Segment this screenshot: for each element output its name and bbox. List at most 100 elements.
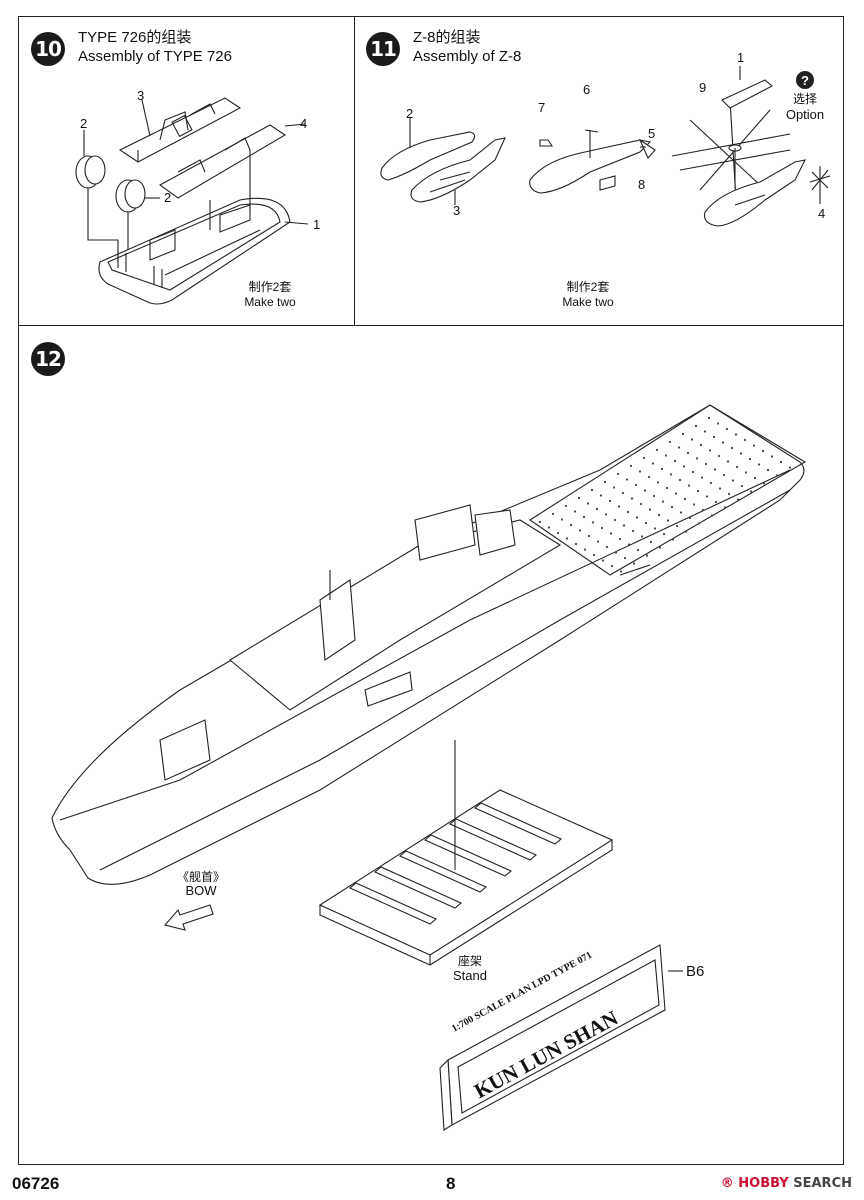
- deck-dot: [656, 481, 660, 484]
- deck-dot: [662, 532, 666, 536]
- deck-dot: [694, 424, 698, 428]
- deck-dot: [723, 506, 727, 509]
- deck-dot: [604, 513, 608, 516]
- stand-bar: [348, 882, 438, 925]
- deck-dot: [670, 505, 674, 509]
- deck-dot: [681, 432, 685, 436]
- deck-dot: [740, 484, 744, 488]
- deck-dot: [592, 553, 596, 557]
- deck-dot: [634, 483, 638, 487]
- deck-dot: [679, 511, 683, 514]
- deck-dot: [623, 556, 627, 560]
- deck-dot: [560, 518, 564, 521]
- step10-badge: 10: [31, 32, 65, 66]
- deck-dot: [638, 470, 642, 473]
- deck-dot: [712, 435, 716, 439]
- step10-part-4-label: 4: [300, 116, 308, 131]
- deck-dot: [704, 462, 708, 466]
- deck-dot: [753, 476, 757, 480]
- deck-dot: [757, 463, 761, 466]
- step10-note-en: Make two: [244, 295, 296, 309]
- deck-dot: [722, 473, 726, 477]
- deck-dot: [665, 486, 669, 490]
- watermark-brand: HOBBY: [738, 1176, 789, 1191]
- deck-dot: [710, 514, 714, 517]
- step10-part-3-label: 3: [137, 88, 145, 103]
- deck-dot: [682, 465, 686, 468]
- deck-dot: [630, 497, 634, 500]
- deck-dot: [673, 459, 677, 463]
- watermark: ® HOBBY SEARCH: [721, 1176, 852, 1191]
- deck-dot: [640, 535, 644, 538]
- deck-dot: [538, 520, 542, 524]
- stand-label-en: Stand: [453, 968, 487, 983]
- deck-dot: [658, 546, 662, 549]
- deck-dot: [614, 551, 618, 554]
- deck-dot: [619, 570, 623, 573]
- deck-dot: [612, 486, 616, 489]
- helicopter-part3-drawing: [410, 137, 506, 205]
- tail-rotor-part4-drawing: [809, 166, 831, 204]
- deck-dot: [618, 537, 622, 541]
- stand-bar: [398, 850, 488, 893]
- deck-dot: [687, 484, 691, 487]
- deck-dot: [675, 524, 679, 528]
- deck-dot: [743, 438, 747, 442]
- deck-dot: [683, 497, 687, 501]
- deck-dot: [599, 494, 603, 497]
- deck-dot: [652, 494, 656, 498]
- deck-dot: [647, 475, 651, 479]
- superstructure-part4-drawing: [158, 123, 306, 230]
- plaque-drawing: [439, 944, 683, 1131]
- deck-dot: [730, 446, 734, 450]
- deck-dot: [735, 465, 739, 469]
- deck-dot: [649, 540, 653, 544]
- deck-dot: [697, 522, 701, 525]
- rotor-part9-drawing: [671, 99, 791, 201]
- deck-dot: [726, 460, 730, 463]
- deck-dot: [627, 543, 631, 546]
- deck-dot: [577, 496, 581, 500]
- step11-part-1-label: 1: [737, 50, 745, 65]
- deck-dot: [709, 481, 713, 485]
- deck-dot: [603, 480, 607, 484]
- ship-hull-drawing: [51, 404, 807, 885]
- step10-part-2a-label: 2: [80, 116, 88, 131]
- deck-dot: [631, 529, 635, 533]
- deck-dot: [692, 503, 696, 506]
- deck-dot: [605, 545, 609, 549]
- step10-title-cn: TYPE 726的组装: [78, 29, 192, 46]
- deck-dot: [703, 430, 707, 433]
- page-number: 8: [446, 1174, 456, 1193]
- step11-part-7-label: 7: [538, 100, 546, 115]
- deck-dot: [699, 443, 703, 447]
- stand-bar: [373, 866, 463, 909]
- deck-dot: [590, 488, 594, 492]
- deck-dot: [779, 460, 783, 464]
- deck-dot: [716, 422, 720, 425]
- deck-dot: [601, 559, 605, 562]
- deck-dot: [731, 479, 735, 482]
- step11-part-2-label: 2: [406, 106, 414, 121]
- deck-dot: [678, 478, 682, 482]
- stand-bar: [473, 802, 563, 845]
- deck-dot: [688, 516, 692, 520]
- deck-dot: [701, 508, 705, 512]
- svg-text:?: ?: [801, 73, 809, 88]
- deck-dot: [691, 470, 695, 474]
- question-icon: [796, 71, 814, 89]
- step11-part-9-label: 9: [699, 80, 707, 95]
- deck-dot: [695, 457, 699, 460]
- deck-dot: [556, 531, 560, 535]
- watermark-word: SEARCH: [793, 1176, 852, 1191]
- deck-dot: [707, 416, 711, 420]
- helicopter-complete-drawing: [703, 159, 806, 227]
- bow-label-en: BOW: [185, 883, 217, 898]
- deck-dot: [752, 444, 756, 447]
- deck-dot: [664, 454, 668, 457]
- flight-deck-grid: [538, 416, 792, 573]
- deck-dot: [669, 473, 673, 476]
- deck-dot: [762, 482, 766, 485]
- step10-part-1-label: 1: [313, 217, 321, 232]
- step11-part-5-label: 5: [648, 126, 656, 141]
